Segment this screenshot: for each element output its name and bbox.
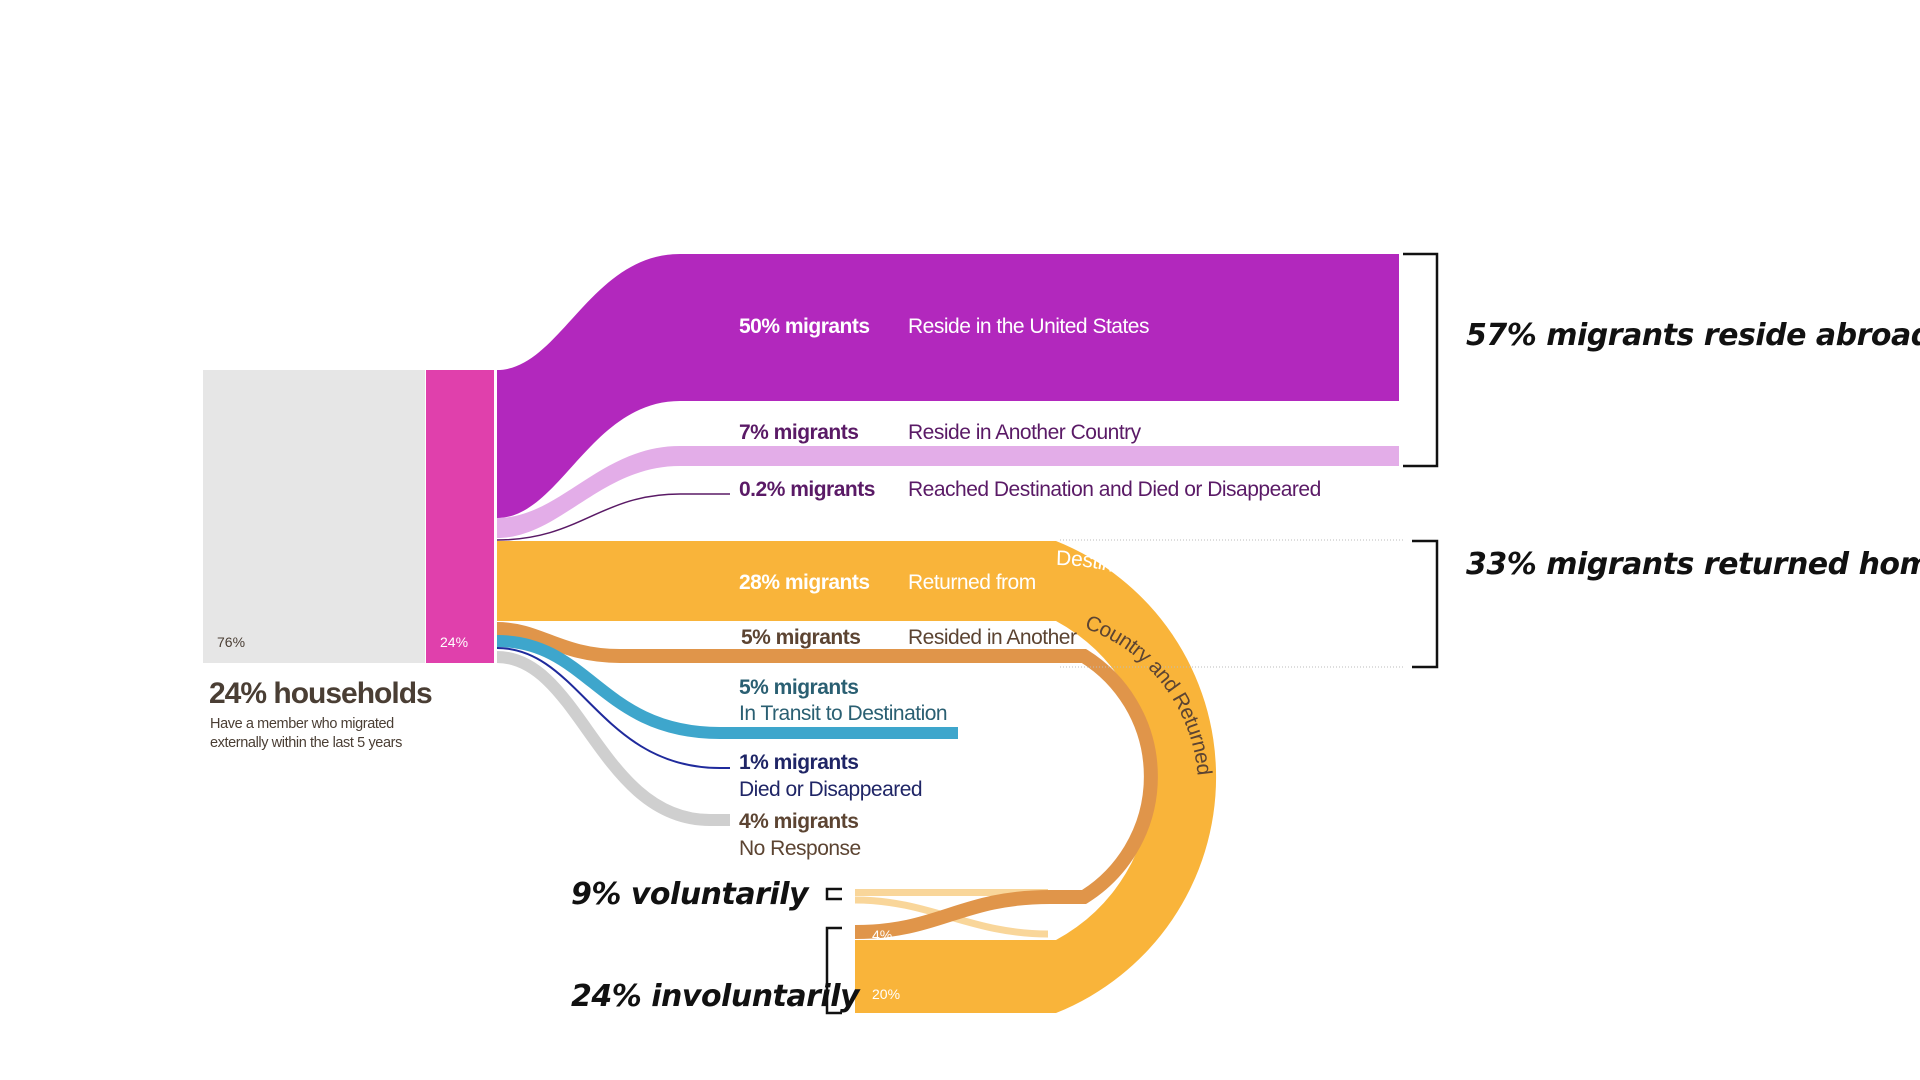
households-no-share-label: 76% xyxy=(217,634,245,650)
died-value-label: 1% migrants xyxy=(739,751,858,774)
us-value-label: 50% migrants xyxy=(739,315,870,338)
no-response-text-label: No Response xyxy=(739,837,861,860)
no-response-value-label: 4% migrants xyxy=(739,810,858,833)
households-subtitle-line1: Have a member who migrated xyxy=(210,716,394,732)
flow-returned-other-country xyxy=(496,622,1158,939)
transit-value-label: 5% migrants xyxy=(739,676,858,699)
abroad-bracket xyxy=(1403,252,1439,468)
annotation-abroad: 57% migrants reside abroad xyxy=(1466,318,1920,353)
died-destination-text-label: Reached Destination and Died or Disappea… xyxy=(908,478,1321,501)
returned-dest-value-label: 28% migrants xyxy=(739,571,870,594)
households-no-migrant-bar xyxy=(203,370,425,663)
annotation-returned: 33% migrants returned home xyxy=(1466,547,1920,582)
households-subtitle-line2: externally within the last 5 years xyxy=(210,735,402,751)
transit-text-label: In Transit to Destination xyxy=(739,702,947,725)
us-text-label: Reside in the United States xyxy=(908,315,1149,338)
annotation-involuntarily: 24% involuntarily xyxy=(571,979,861,1014)
flow-reside-us xyxy=(497,254,1399,518)
annotation-voluntarily: 9% voluntarily xyxy=(571,877,810,912)
households-migrant-bar xyxy=(426,370,494,663)
flow-reside-another-country xyxy=(497,446,1399,538)
return-split-large-label: 20% xyxy=(872,986,900,1002)
died-destination-value-label: 0.2% migrants xyxy=(739,478,875,501)
another-country-text-label: Reside in Another Country xyxy=(908,421,1142,444)
flow-returned-from-destination xyxy=(497,541,1217,1013)
flow-died-disappeared xyxy=(496,647,730,769)
voluntary-bracket xyxy=(825,887,842,901)
died-text-label: Died or Disappeared xyxy=(739,778,922,801)
flow-in-transit xyxy=(496,635,958,739)
involuntary-bracket xyxy=(825,926,842,1015)
households-title: 24% households xyxy=(209,677,432,710)
migrant-stack-divider xyxy=(494,370,497,663)
returned-other-value-label: 5% migrants xyxy=(741,626,860,649)
return-split-small-label: 4% xyxy=(872,927,892,943)
flow-died-at-destination xyxy=(496,493,730,541)
returned-bracket xyxy=(1412,539,1439,669)
another-country-value-label: 7% migrants xyxy=(739,421,858,444)
households-yes-share-label: 24% xyxy=(440,634,468,650)
flow-no-response xyxy=(496,651,730,826)
